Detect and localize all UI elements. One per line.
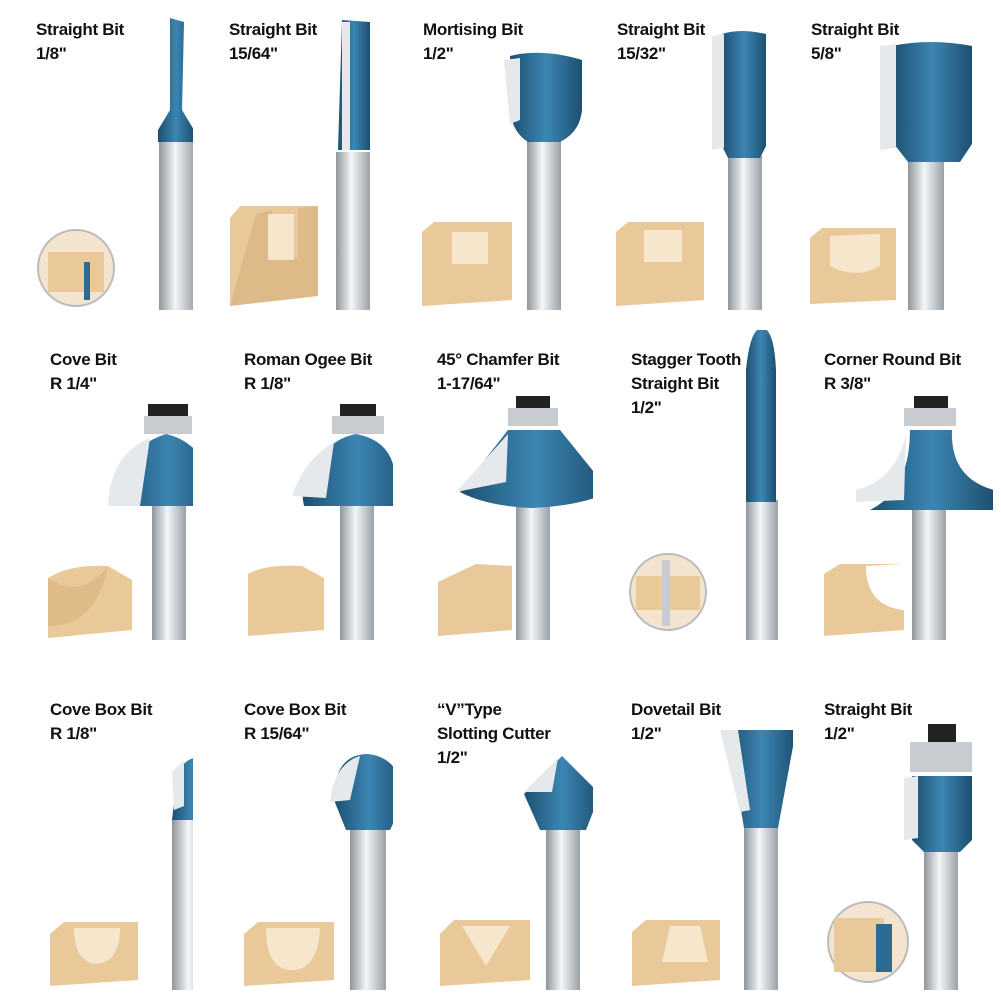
bit-size: 1/2" [631, 398, 662, 417]
bit-size: R 3/8" [824, 374, 871, 393]
bit-label: Corner Round Bit R 3/8" [824, 348, 961, 396]
bit-name: Straight Bit [811, 20, 900, 39]
v-slotting-bit-image [400, 680, 593, 1000]
corner-round-bit-image [800, 330, 993, 650]
bit-label: Dovetail Bit 1/2" [631, 698, 721, 746]
bit-card-straight-15-64: Straight Bit 15/64" [200, 0, 393, 320]
bit-name: “V”Type [437, 700, 502, 719]
bit-card-cove-box-r-1-8: Cove Box Bit R 1/8" [0, 680, 193, 1000]
bit-label: Stagger Tooth Straight Bit 1/2" [631, 348, 741, 420]
bit-name: Mortising Bit [423, 20, 523, 39]
bit-card-straight-1-8: Straight Bit 1/8" [0, 0, 193, 320]
bit-card-stagger-tooth: Stagger Tooth Straight Bit 1/2" [600, 330, 793, 650]
bit-card-cove-r-1-4: Cove Bit R 1/4" [0, 330, 193, 650]
bit-size: 1/2" [631, 724, 662, 743]
bit-label: Straight Bit 5/8" [811, 18, 899, 66]
bit-size: 1-17/64" [437, 374, 501, 393]
cove-box-bit-image [0, 680, 193, 1000]
bit-name: Dovetail Bit [631, 700, 721, 719]
bit-name: Straight Bit [229, 20, 318, 39]
bit-label: Cove Box Bit R 1/8" [50, 698, 153, 746]
straight-bit-image [600, 0, 793, 320]
bit-card-v-slotting: “V”Type Slotting Cutter 1/2" [400, 680, 593, 1000]
bit-label: Cove Bit R 1/4" [50, 348, 117, 396]
bit-size: R 1/8" [244, 374, 291, 393]
bit-size: R 1/8" [50, 724, 97, 743]
bit-card-corner-round-r-3-8: Corner Round Bit R 3/8" [800, 330, 993, 650]
bit-label: Straight Bit 15/64" [229, 18, 317, 66]
straight-bit-image [200, 0, 393, 320]
dovetail-bit-image [600, 680, 793, 1000]
bit-size: 1/2" [437, 748, 468, 767]
bit-name-2: Straight Bit [631, 374, 720, 393]
bit-card-45-chamfer: 45° Chamfer Bit 1-17/64" [400, 330, 593, 650]
straight-bit-image [0, 0, 193, 320]
bit-size: 15/32" [617, 44, 666, 63]
bit-card-mortising-1-2: Mortising Bit 1/2" [400, 0, 593, 320]
bit-size: 1/2" [423, 44, 454, 63]
bit-name: Roman Ogee Bit [244, 350, 373, 369]
bit-name: Straight Bit [824, 700, 913, 719]
bit-card-flush-straight-1-2: Straight Bit 1/2" [800, 680, 993, 1000]
roman-ogee-bit-image [200, 330, 393, 650]
bit-size: R 15/64" [244, 724, 310, 743]
bit-size: 1/8" [36, 44, 67, 63]
bit-name: 45° Chamfer Bit [437, 350, 560, 369]
bit-name: Straight Bit [36, 20, 125, 39]
bit-card-dovetail: Dovetail Bit 1/2" [600, 680, 793, 1000]
bit-label: Mortising Bit 1/2" [423, 18, 523, 66]
bit-card-cove-box-r-15-64: Cove Box Bit R 15/64" [200, 680, 393, 1000]
bit-label: Straight Bit 1/2" [824, 698, 912, 746]
bit-card-straight-5-8: Straight Bit 5/8" [800, 0, 993, 320]
bit-card-straight-15-32: Straight Bit 15/32" [600, 0, 793, 320]
bit-label: Straight Bit 15/32" [617, 18, 705, 66]
bit-name: Corner Round Bit [824, 350, 961, 369]
bit-name: Stagger Tooth [631, 350, 742, 369]
bit-label: “V”Type Slotting Cutter 1/2" [437, 698, 551, 770]
bit-name: Cove Box Bit [244, 700, 347, 719]
chamfer-bit-image [400, 330, 593, 650]
bit-card-roman-ogee-r-1-8: Roman Ogee Bit R 1/8" [200, 330, 393, 650]
bit-label: Cove Box Bit R 15/64" [244, 698, 347, 746]
bit-size: 15/64" [229, 44, 278, 63]
bit-size: 1/2" [824, 724, 855, 743]
straight-bit-image [800, 0, 993, 320]
bit-name-2: Slotting Cutter [437, 724, 551, 743]
bit-label: 45° Chamfer Bit 1-17/64" [437, 348, 560, 396]
mortising-bit-image [400, 0, 593, 320]
flush-straight-bit-image [800, 680, 993, 1000]
cove-bit-image [0, 330, 193, 650]
bit-size: 5/8" [811, 44, 842, 63]
bit-label: Roman Ogee Bit R 1/8" [244, 348, 372, 396]
bit-name: Straight Bit [617, 20, 706, 39]
bit-label: Straight Bit 1/8" [36, 18, 124, 66]
bit-size: R 1/4" [50, 374, 97, 393]
bit-name: Cove Box Bit [50, 700, 153, 719]
stagger-tooth-bit-image [600, 330, 793, 650]
cove-box-bit-image [200, 680, 393, 1000]
bit-name: Cove Bit [50, 350, 117, 369]
